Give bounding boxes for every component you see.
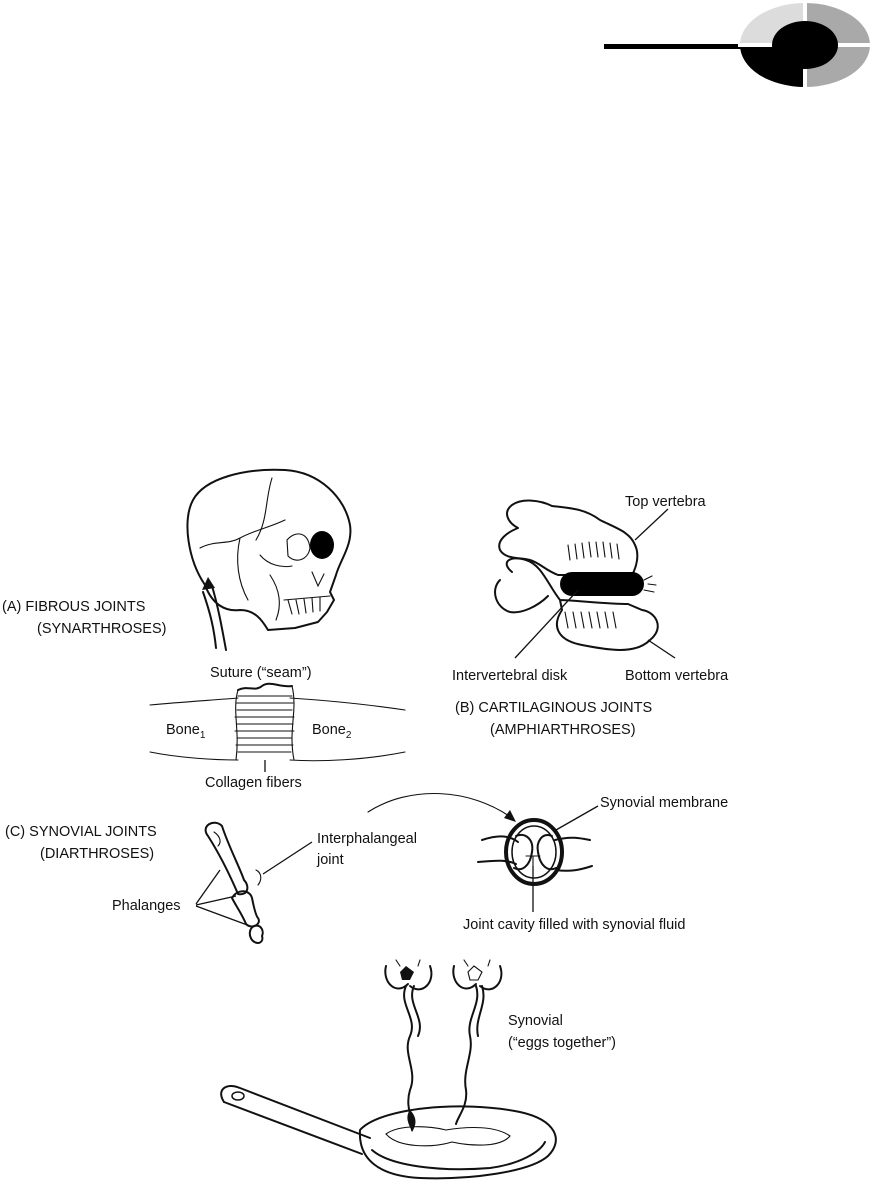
joint-bracket (255, 869, 262, 886)
panel-a-title-line2: (SYNARTHROSES) (37, 621, 166, 637)
cooked-egg (385, 1126, 511, 1147)
panel-c-title-line2: (DIARTHROSES) (40, 846, 154, 862)
skull-drawing (186, 468, 352, 651)
egg-left (384, 959, 433, 1131)
interphalangeal-label-line2: joint (316, 852, 344, 868)
skillet-pan (358, 1105, 557, 1180)
panel-c-title-line1: (C) SYNOVIAL JOINTS (5, 824, 157, 840)
suture-label: Suture (“seam”) (210, 665, 312, 681)
interphalangeal-label-line1: Interphalangeal (317, 831, 417, 847)
intervertebral-disk-label: Intervertebral disk (452, 668, 568, 684)
collagen-fibers-band (234, 685, 295, 761)
emblem-center-dot (772, 21, 838, 69)
disk-leader (514, 589, 579, 659)
synovial-membrane-leader (555, 805, 599, 831)
intervertebral-disk (560, 572, 644, 596)
bone1-label: Bone1 (166, 722, 206, 741)
collagen-fibers-label: Collagen fibers (205, 775, 302, 791)
top-vertebra-label: Top vertebra (625, 494, 707, 510)
eggs-skillet-drawing (220, 959, 557, 1180)
bottom-vertebra-label: Bottom vertebra (625, 668, 729, 684)
phalanges-leader-2 (195, 895, 237, 906)
egg-right (452, 959, 503, 1125)
panel-a-title-line1: (A) FIBROUS JOINTS (2, 599, 145, 615)
skillet-handle (220, 1084, 371, 1139)
header-emblem (604, 3, 870, 87)
phalanges-drawing (204, 821, 264, 944)
interphalangeal-leader (262, 841, 313, 875)
panel-b-title-line2: (AMPHIARTHROSES) (490, 722, 636, 738)
suture-cross-section (149, 682, 406, 772)
bottom-vertebra-leader (647, 639, 676, 659)
phalanges-label: Phalanges (112, 898, 181, 914)
synovial-label-line1: Synovial (508, 1013, 563, 1029)
magnify-arrow (367, 792, 513, 819)
joint-cavity-label: Joint cavity filled with synovial fluid (463, 917, 685, 933)
phalanges-leader-3 (195, 905, 251, 927)
bone2-label: Bone2 (312, 722, 352, 741)
header-rule (604, 44, 754, 49)
vertebrae-drawing (494, 499, 659, 651)
magnify-arrowhead (504, 810, 516, 822)
synovial-membrane-label: Synovial membrane (600, 795, 728, 811)
panel-b-title-line1: (B) CARTILAGINOUS JOINTS (455, 700, 652, 716)
top-vertebra-leader (634, 508, 669, 541)
phalanges-leader-1 (195, 869, 221, 905)
synovial-joint-drawing (477, 818, 593, 886)
synovial-label-line2: (“eggs together”) (508, 1035, 616, 1051)
